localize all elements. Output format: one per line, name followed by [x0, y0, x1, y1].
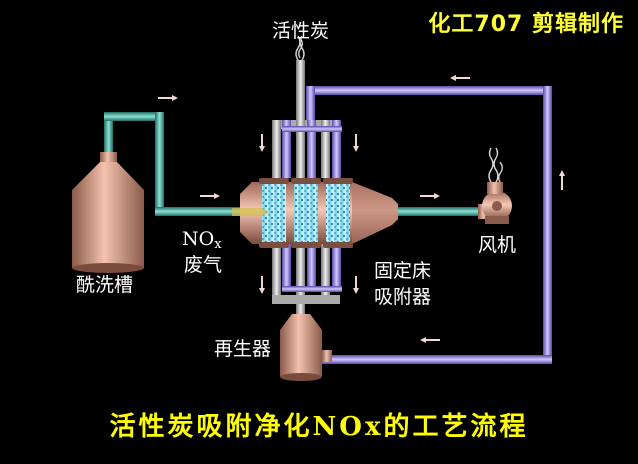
arrow-left-icon [420, 337, 440, 343]
label-bed-line2: 吸附器 [374, 286, 432, 308]
arrow-down-icon [353, 134, 359, 152]
fan-blower [478, 182, 512, 224]
acid-wash-tank [72, 152, 144, 273]
label-nox-main: NO [182, 228, 215, 250]
label-nox-sub: x [214, 237, 222, 252]
arrow-right-icon [200, 193, 220, 199]
brand-watermark: 化工707 剪辑制作 [428, 12, 624, 37]
flow-arrows [158, 75, 565, 343]
arrow-right-icon [420, 193, 440, 199]
regenerator-vessel [280, 314, 332, 381]
arrow-up-icon [559, 170, 565, 190]
arrow-down-icon [259, 134, 265, 152]
arrow-down-icon [259, 276, 265, 294]
label-nox: NOx [182, 228, 222, 252]
teal-inlet-pipe [104, 112, 240, 216]
teal-outlet-pipe [398, 207, 478, 216]
arrow-right-icon [158, 95, 178, 101]
purple-return-pipe [306, 86, 552, 364]
arrow-left-icon [450, 75, 470, 81]
exhaust-plume-top [295, 35, 305, 61]
bottom-manifold-pipes [272, 232, 342, 316]
label-activated-carbon: 活性炭 [272, 20, 330, 42]
arrow-down-icon [353, 276, 359, 294]
exhaust-plume-fan [488, 147, 503, 183]
diagram-caption: 活性炭吸附净化NOx的工艺流程 [109, 412, 529, 442]
top-manifold-pipes [272, 60, 342, 178]
label-fan: 风机 [478, 234, 517, 256]
label-bed-line1: 固定床 [374, 260, 432, 282]
label-acid-tank: 酰洗槽 [76, 274, 134, 296]
fixed-bed-adsorber [232, 178, 398, 248]
label-regenerator: 再生器 [214, 338, 272, 360]
label-waste-gas: 废气 [184, 254, 223, 276]
